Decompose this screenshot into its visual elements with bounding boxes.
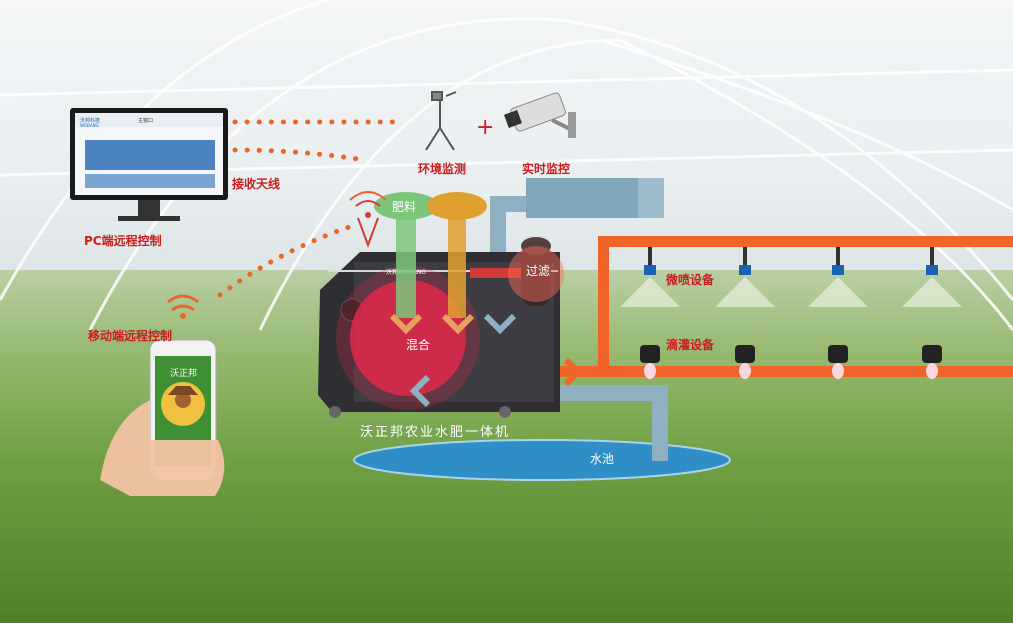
micro-sprinklers <box>620 247 962 307</box>
antenna-label: 接收天线 <box>232 177 281 191</box>
fertilizer-flows <box>374 192 517 335</box>
mobile-control-label: 移动端远程控制 <box>88 329 173 343</box>
pc-screen-window-title: 主窗口 <box>138 117 153 124</box>
plus-sign: + <box>476 115 494 140</box>
env-monitor-label: 环境监测 <box>418 162 467 176</box>
weather-station-icon <box>425 91 457 151</box>
drip-label: 滴灌设备 <box>666 338 715 352</box>
filter-label: 过滤 <box>526 264 551 278</box>
phone-app-title: 沃正邦 <box>170 367 197 379</box>
output-flow-arrow <box>563 357 583 387</box>
realtime-monitor-label: 实时监控 <box>522 162 571 176</box>
return-flow-arrow <box>409 374 431 408</box>
water-fertilizer-machine: 沃邦WOBANG <box>318 252 560 418</box>
micro-spray-label: 微喷设备 <box>666 273 715 287</box>
drip-emitters <box>640 345 942 379</box>
signal-dotted-lines <box>217 119 403 298</box>
pc-monitor-icon: 沃邦科技 WOBANG 主窗口 <box>70 108 228 221</box>
hand-shape <box>100 400 225 496</box>
fertilizer-label: 肥料 <box>392 200 417 214</box>
pc-screen-logo: 沃邦科技 <box>80 117 100 124</box>
filter-tank <box>508 237 564 306</box>
water-pool <box>353 439 731 481</box>
mix-label: 混合 <box>406 338 431 352</box>
machine-name-label: 沃正邦农业水肥一体机 <box>360 425 511 440</box>
pool-label: 水池 <box>590 452 615 466</box>
antenna-icon <box>349 191 387 248</box>
security-camera-icon <box>504 92 576 138</box>
pc-screen-logo-sub: WOBANG <box>80 123 99 128</box>
pc-control-label: PC端远程控制 <box>84 234 162 248</box>
